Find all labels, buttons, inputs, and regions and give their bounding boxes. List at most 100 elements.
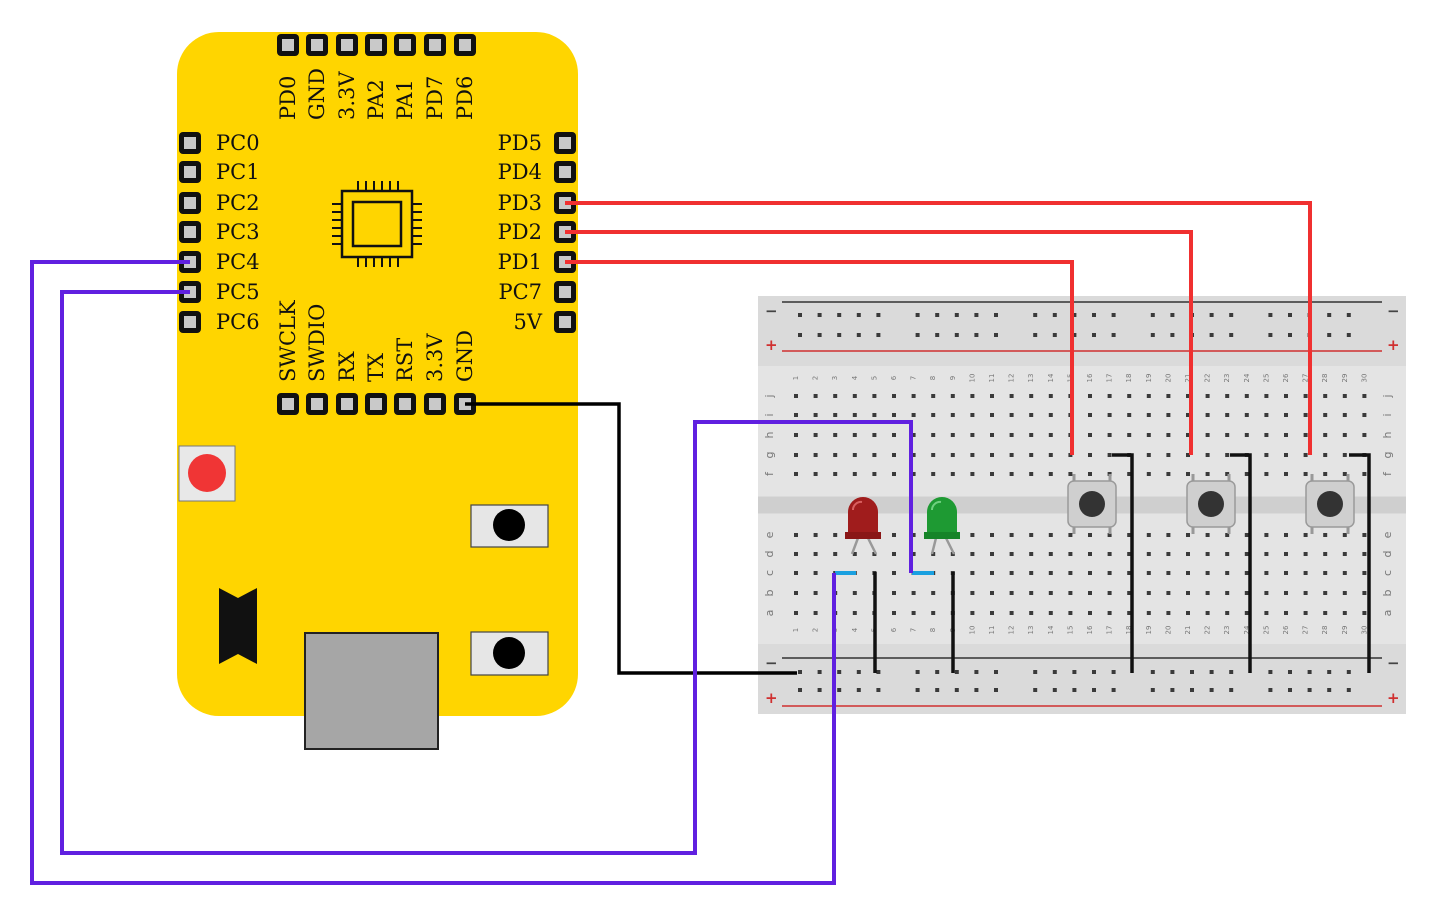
col-number-top: 3 <box>831 376 839 380</box>
row-letter-g: g <box>1381 452 1394 459</box>
col-number-top: 10 <box>968 374 976 383</box>
col-number-bottom: 11 <box>988 626 996 635</box>
col-number-top: 8 <box>929 376 937 380</box>
row-letter-e: e <box>763 531 776 538</box>
col-number-top: 4 <box>851 375 859 380</box>
pin-top-1[interactable] <box>306 34 328 56</box>
pin-left-3[interactable] <box>179 221 201 243</box>
pin-bottom-5[interactable] <box>424 393 446 415</box>
board-button-1[interactable] <box>470 504 549 548</box>
gnd-jumper-button-3 <box>1349 453 1371 673</box>
col-number-bottom: 10 <box>968 626 976 635</box>
col-number-top: 28 <box>1321 374 1329 383</box>
col-number-top: 1 <box>792 376 800 380</box>
pin-label-top-2: 3.3V <box>335 71 359 120</box>
pin-bottom-1[interactable] <box>306 393 328 415</box>
col-number-bottom: 13 <box>1027 626 1035 635</box>
pin-top-0[interactable] <box>277 34 299 56</box>
pin-top-5[interactable] <box>424 34 446 56</box>
row-letter-i: i <box>763 413 776 416</box>
pin-label-right-0: PD5 <box>498 131 542 155</box>
col-number-bottom: 17 <box>1106 626 1114 635</box>
pin-right-0[interactable] <box>554 132 576 154</box>
col-number-bottom: 21 <box>1184 626 1192 635</box>
gnd-jumper-button-2 <box>1230 453 1252 673</box>
col-number-top: 21 <box>1184 374 1192 383</box>
col-number-bottom: 15 <box>1066 626 1074 635</box>
gnd-jumper-button-1 <box>1112 453 1134 673</box>
col-number-top: 23 <box>1223 374 1231 383</box>
col-number-bottom: 28 <box>1321 626 1329 635</box>
red-led[interactable] <box>845 497 881 555</box>
row-letter-h: h <box>1381 431 1394 438</box>
col-number-bottom: 25 <box>1262 626 1270 635</box>
pin-top-2[interactable] <box>336 34 358 56</box>
row-letter-b: b <box>763 589 776 596</box>
row-letter-j: j <box>1381 394 1394 398</box>
pin-label-bottom-0: SWCLK <box>276 300 300 382</box>
board-button-2[interactable] <box>470 631 549 676</box>
col-number-bottom: 18 <box>1125 626 1133 635</box>
row-letter-a: a <box>763 610 776 617</box>
row-letter-a: a <box>1381 610 1394 617</box>
push-button-1[interactable] <box>1067 474 1117 534</box>
pin-right-5[interactable] <box>554 281 576 303</box>
pin-bottom-3[interactable] <box>365 393 387 415</box>
pin-left-1[interactable] <box>179 161 201 183</box>
col-number-bottom: 26 <box>1282 625 1290 634</box>
col-number-top: 19 <box>1145 374 1153 383</box>
col-number-bottom: 29 <box>1341 626 1349 635</box>
wire-pc4-red-led <box>30 260 836 885</box>
pin-label-right-3: PD2 <box>498 220 542 244</box>
pin-bottom-0[interactable] <box>277 393 299 415</box>
rail-plus-tr: + <box>1387 336 1400 354</box>
col-number-top: 13 <box>1027 374 1035 383</box>
row-letter-f: f <box>1381 471 1394 476</box>
pin-left-6[interactable] <box>179 311 201 333</box>
pin-top-3[interactable] <box>365 34 387 56</box>
col-number-top: 24 <box>1243 373 1251 382</box>
push-button-2[interactable] <box>1186 474 1236 534</box>
col-number-bottom: 30 <box>1360 626 1368 635</box>
pin-top-6[interactable] <box>454 34 476 56</box>
row-letter-e: e <box>1381 531 1394 538</box>
pin-right-6[interactable] <box>554 311 576 333</box>
components <box>835 474 1355 575</box>
row-letter-d: d <box>1381 551 1394 558</box>
col-number-top: 16 <box>1086 373 1094 382</box>
col-number-top: 9 <box>949 376 957 380</box>
col-number-top: 20 <box>1164 374 1172 383</box>
col-number-bottom: 14 <box>1047 625 1055 634</box>
pin-bottom-4[interactable] <box>394 393 416 415</box>
pin-top-4[interactable] <box>394 34 416 56</box>
col-number-bottom: 12 <box>1008 626 1016 635</box>
pin-label-top-6: PD6 <box>453 76 477 120</box>
wire-pc5-green-led <box>60 290 913 855</box>
pin-label-left-4: PC4 <box>216 250 260 274</box>
row-letter-c: c <box>763 570 776 576</box>
pin-label-right-6: 5V <box>513 310 542 334</box>
col-number-top: 25 <box>1262 374 1270 383</box>
rail-minus-bl: − <box>765 654 778 672</box>
row-letter-f: f <box>763 471 776 476</box>
col-number-bottom: 19 <box>1145 626 1153 635</box>
pin-label-left-6: PC6 <box>216 310 260 334</box>
pin-bottom-2[interactable] <box>336 393 358 415</box>
pin-label-left-5: PC5 <box>216 280 260 304</box>
pin-label-bottom-1: SWDIO <box>305 304 329 382</box>
col-number-top: 27 <box>1302 374 1310 383</box>
breadboard-holes <box>794 313 1367 692</box>
rail-minus-tr: − <box>1387 302 1400 320</box>
pin-left-0[interactable] <box>179 132 201 154</box>
pin-label-right-1: PD4 <box>498 160 542 184</box>
wires <box>30 201 1371 885</box>
green-led[interactable] <box>924 497 960 555</box>
col-number-top: 18 <box>1125 374 1133 383</box>
pin-left-2[interactable] <box>179 192 201 214</box>
push-button-3[interactable] <box>1305 474 1355 534</box>
wire-pd3-button-3 <box>565 201 1312 455</box>
pin-right-1[interactable] <box>554 161 576 183</box>
col-number-top: 17 <box>1106 374 1114 383</box>
